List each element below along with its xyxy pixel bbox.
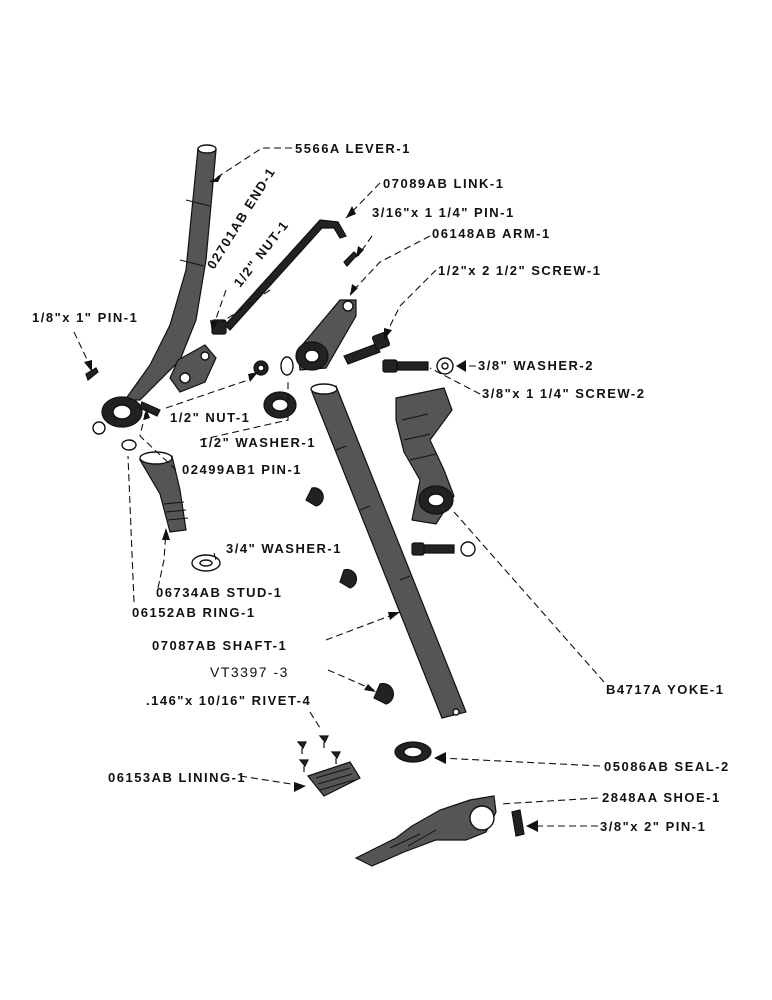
label-pin-02499: 02499AB1 PIN-1 — [182, 462, 302, 477]
label-link: 07089AB LINK-1 — [383, 176, 504, 191]
washer-34-part — [191, 554, 221, 572]
label-yoke: B4717A YOKE-1 — [606, 682, 725, 697]
label-lining: 06153AB LINING-1 — [108, 770, 246, 785]
label-washer-34: 3/4" WASHER-1 — [226, 541, 342, 556]
screw-half-part — [343, 331, 391, 365]
label-shaft: 07087AB SHAFT-1 — [152, 638, 287, 653]
label-pin-316: 3/16"x 1 1/4" PIN-1 — [372, 205, 515, 220]
stud-part — [139, 451, 189, 533]
label-lever: 5566A LEVER-1 — [295, 141, 411, 156]
label-seal: 05086AB SEAL-2 — [604, 759, 730, 774]
ring-part — [121, 439, 137, 451]
label-vt: VT3397 -3 — [210, 664, 289, 680]
washer-half-part — [280, 356, 294, 376]
shoe-part — [354, 795, 497, 867]
label-pin-18: 1/8"x 1" PIN-1 — [32, 310, 138, 325]
rivet-parts — [296, 735, 341, 772]
label-washer-half: 1/2" WASHER-1 — [200, 435, 316, 450]
label-ring: 06152AB RING-1 — [132, 605, 256, 620]
lever-part — [92, 144, 217, 435]
screw-38-lower-part — [411, 541, 476, 557]
spacer-ring-part — [263, 391, 297, 419]
screw-38-top-part — [382, 357, 454, 375]
label-screw-half: 1/2"x 2 1/2" SCREW-1 — [438, 263, 601, 278]
clevis-end-part — [169, 344, 217, 393]
shaft-part — [310, 383, 467, 719]
label-washer-38: 3/8" WASHER-2 — [478, 358, 594, 373]
small-pin-part — [85, 367, 99, 382]
arm-part — [295, 299, 357, 371]
seal-part — [394, 741, 432, 763]
lining-part — [306, 761, 361, 797]
nut-mid-part — [253, 360, 269, 376]
label-screw-38: 3/8"x 1 1/4" SCREW-2 — [482, 386, 645, 401]
key-parts — [305, 487, 395, 705]
label-arm: 06148AB ARM-1 — [432, 226, 551, 241]
yoke-part — [395, 387, 455, 525]
label-rivet: .146"x 10/16" RIVET-4 — [146, 693, 311, 708]
leader-lines — [73, 147, 605, 832]
pin-38-part — [511, 809, 525, 837]
label-pin-38: 3/8"x 2" PIN-1 — [600, 819, 706, 834]
label-shoe: 2848AA SHOE-1 — [602, 790, 721, 805]
label-stud: 06734AB STUD-1 — [156, 585, 283, 600]
pin-316-part — [343, 251, 358, 267]
label-nut-mid: 1/2" NUT-1 — [170, 410, 250, 425]
pin-02499-part — [139, 401, 161, 417]
